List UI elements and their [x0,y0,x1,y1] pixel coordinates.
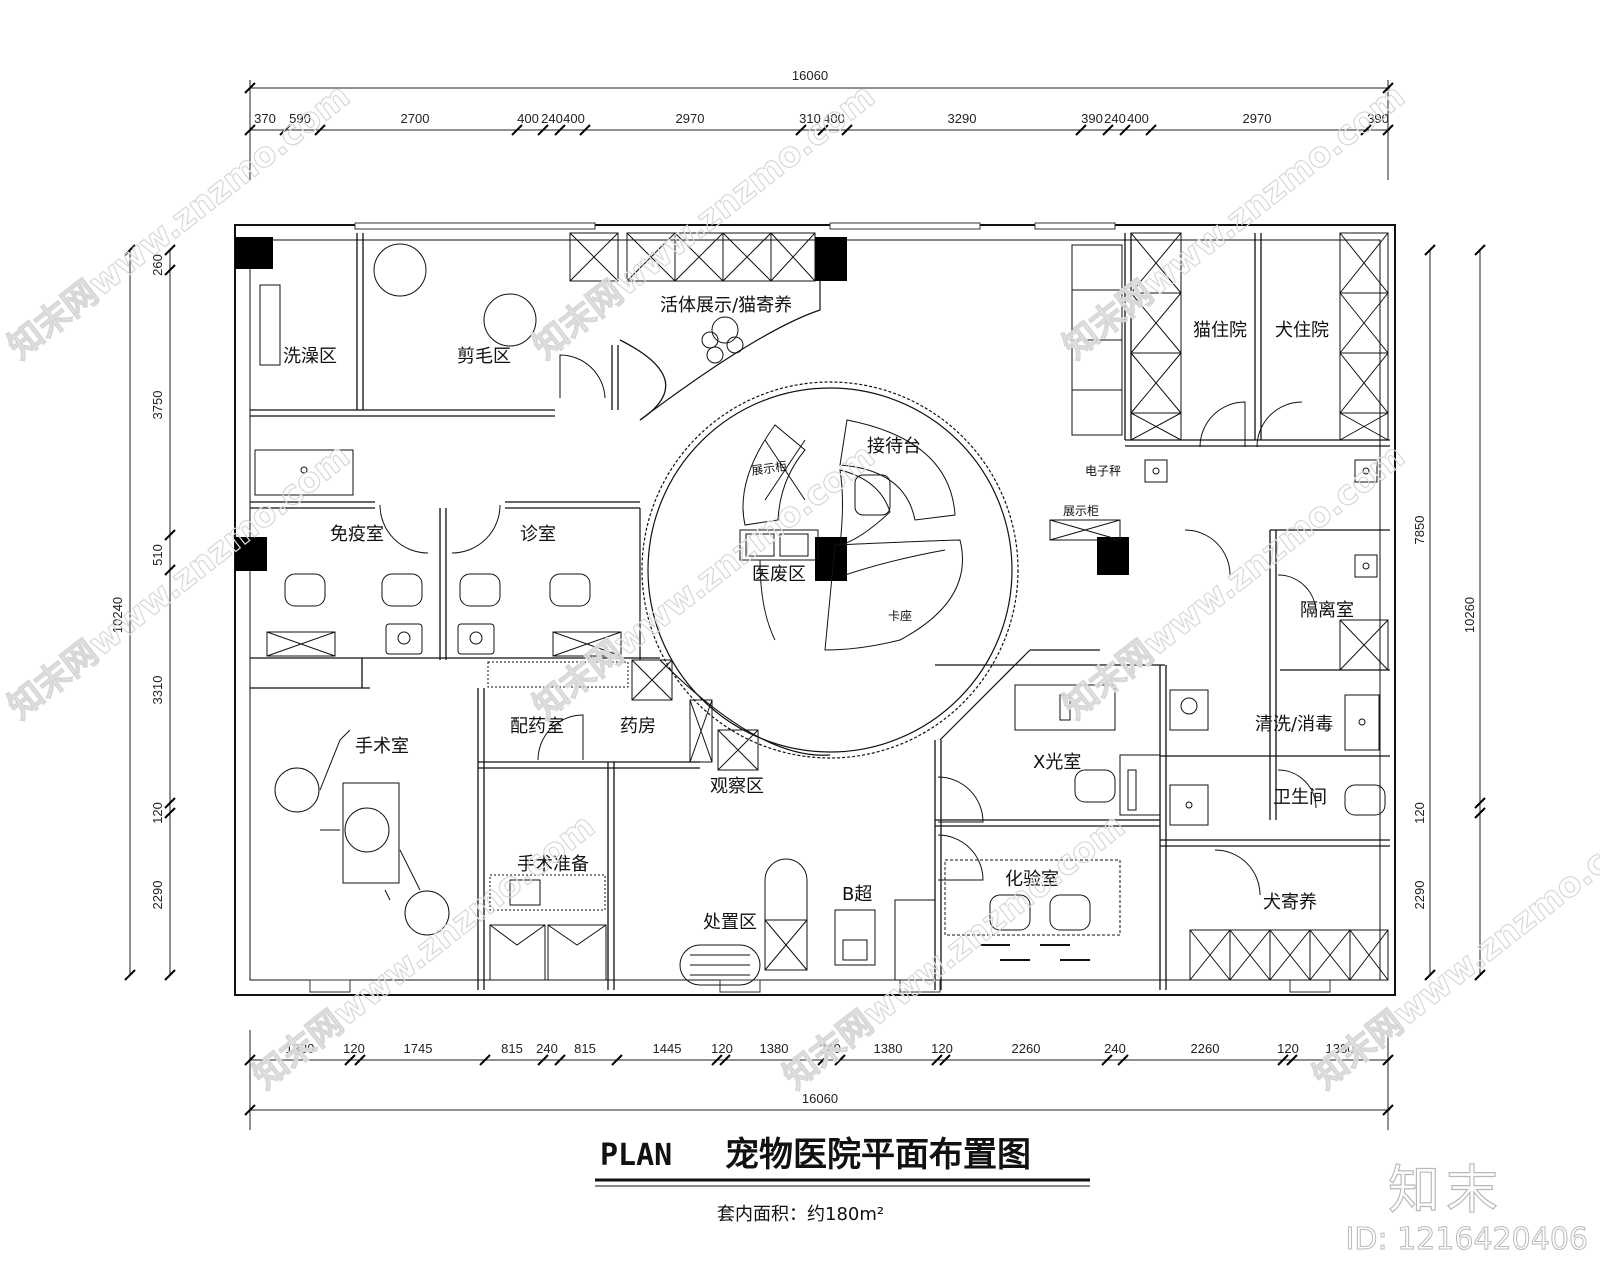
dim-top-seg: 400 [517,111,539,126]
dim-left-seg: 3750 [150,391,165,420]
dim-top-seg: 400 [563,111,585,126]
room-consult: 诊室 [520,524,556,545]
dim-bottom-seg: 1380 [760,1041,789,1056]
watermark-text: 知末网www.znzmo.com [776,806,1133,1097]
room-medical-waste: 医废区 [752,564,806,585]
brand-logo: 知末 [1387,1160,1504,1221]
dim-bottom-seg: 815 [501,1041,523,1056]
room-lab: 化验室 [1005,869,1059,890]
dim-left-seg: 3310 [150,676,165,705]
room-b-ultrasound: B超 [842,884,872,905]
dim-bottom-seg: 120 [343,1041,365,1056]
dim-top-seg: 2970 [676,111,705,126]
room-bath: 洗澡区 [283,346,337,367]
room-surgery: 手术室 [355,736,409,757]
watermark-text: 知末网www.znzmo.com [1056,436,1413,727]
dim-top-seg: 2970 [1243,111,1272,126]
dim-bottom-seg: 240 [536,1041,558,1056]
dim-top-seg: 390 [1367,111,1389,126]
label-display-cabinet: 展示柜 [1063,504,1099,518]
dim-top-seg: 400 [1127,111,1149,126]
dim-bottom-seg: 1745 [404,1041,433,1056]
dim-top-seg: 370 [254,111,276,126]
dim-right-seg: 120 [1412,802,1427,824]
drawing-title: 宠物医院平面布置图 [725,1135,1031,1175]
room-isolation: 隔离室 [1300,600,1354,621]
drawing-subtitle: 套内面积：约180m² [717,1204,884,1225]
dim-bottom-seg: 815 [574,1041,596,1056]
dim-bottom-seg: 2260 [1012,1041,1041,1056]
dim-top-seg: 310 [799,111,821,126]
watermark-text: 知末网www.znzmo.com [526,436,883,727]
dim-top-seg: 390 [1081,111,1103,126]
dim-bottom-seg: 2260 [1191,1041,1220,1056]
room-xray: X光室 [1033,752,1081,773]
room-toilet: 卫生间 [1273,787,1327,808]
dim-bottom-seg: 1380 [874,1041,903,1056]
watermark-text: 知末网www.znzmo.com [1,76,358,367]
room-cat-ward: 猫住院 [1193,320,1247,341]
dim-right-seg: 7850 [1412,516,1427,545]
dim-bottom-seg: 240 [1104,1041,1126,1056]
room-surgery-prep: 手术准备 [517,854,589,875]
dim-top-seg: 590 [289,111,311,126]
dim-bottom-seg: 240 [819,1041,841,1056]
dim-left-seg: 510 [150,544,165,566]
room-dog-ward: 犬住院 [1275,320,1329,341]
dim-bottom-seg: 1445 [653,1041,682,1056]
label-scale: 电子秤 [1085,464,1121,478]
dim-left-seg: 120 [150,802,165,824]
room-live-display: 活体展示/猫寄养 [660,295,792,316]
dim-bottom-seg: 1380 [1326,1041,1355,1056]
dim-left-seg: 260 [150,254,165,276]
room-grooming: 剪毛区 [457,346,511,367]
room-observation: 观察区 [710,776,764,797]
room-reception: 接待台 [867,436,921,457]
dim-top-seg: 240 [1104,111,1126,126]
room-washing: 清洗/消毒 [1255,714,1333,735]
room-dog-boarding: 犬寄养 [1263,892,1317,913]
label-booth: 卡座 [888,608,912,623]
room-pharmacy: 药房 [620,716,656,737]
room-treatment: 处置区 [703,912,757,933]
dim-bottom-total: 16060 [802,1091,838,1106]
room-dispensing: 配药室 [510,716,564,737]
dim-left-total: 10240 [110,597,125,633]
dim-top-seg: 240 [541,111,563,126]
image-id-label: ID: 1216420406 [1345,1222,1588,1258]
dim-bottom-seg: 120 [1277,1041,1299,1056]
dim-top-seg: 400 [823,111,845,126]
dim-top-total: 16060 [792,68,828,83]
dim-left-seg: 2290 [150,881,165,910]
drawing-title-prefix: PLAN [600,1138,672,1173]
dim-right-seg: 2290 [1412,881,1427,910]
label-display-cabinet: 展示柜 [750,459,788,478]
room-vaccine: 免疫室 [330,524,384,545]
dim-top-seg: 3290 [948,111,977,126]
dim-bottom-seg: 120 [711,1041,733,1056]
dim-bottom-seg: 1380 [286,1041,315,1056]
watermark-text: 知末网www.znzmo.com [1,436,358,727]
dim-top-seg: 2700 [401,111,430,126]
dim-bottom-seg: 120 [931,1041,953,1056]
dim-right-total: 10260 [1462,597,1477,633]
